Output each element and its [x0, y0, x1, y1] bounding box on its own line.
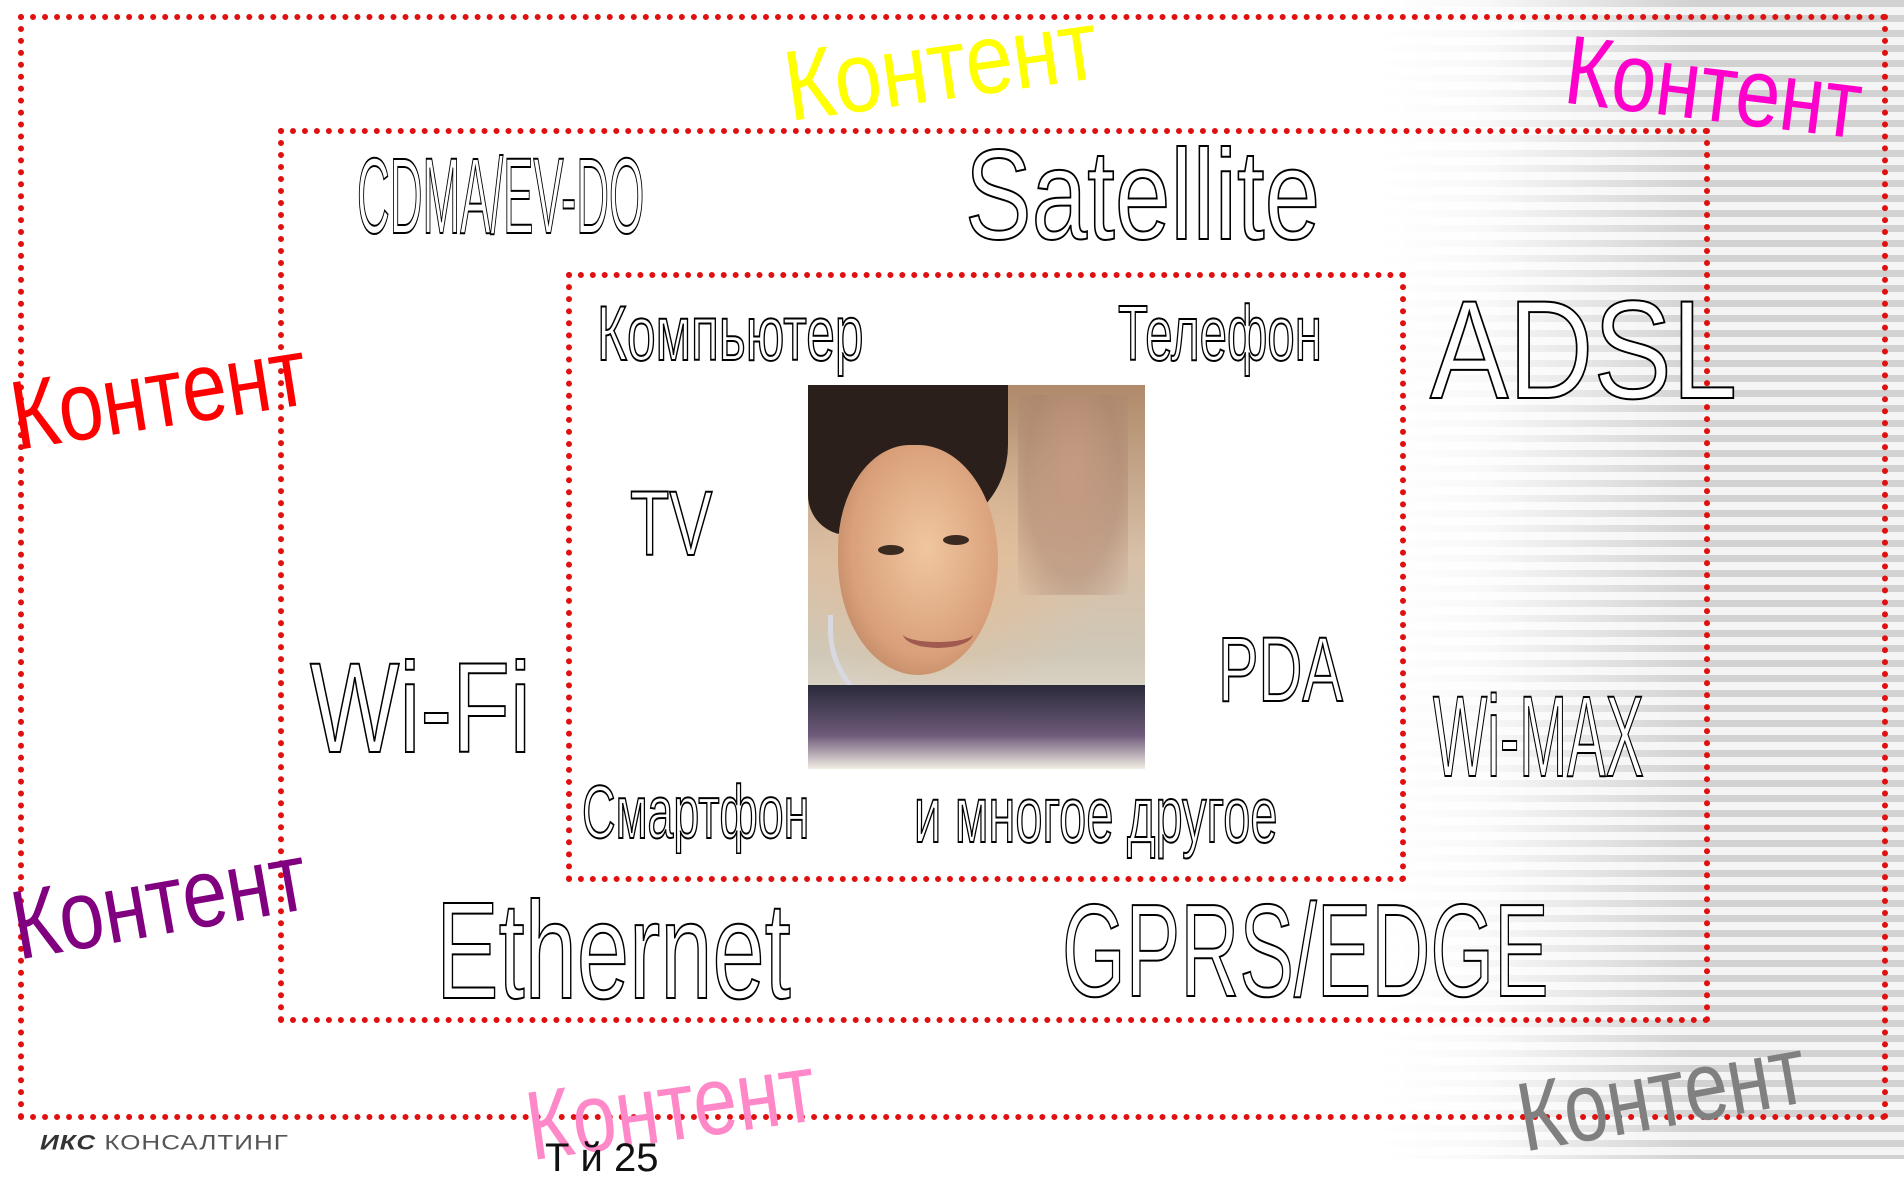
device-label-smartphone: Смартфон	[581, 770, 810, 854]
network-label-satellite: Satellite	[964, 124, 1321, 267]
network-label-wimax: Wi-MAX	[1433, 673, 1645, 801]
logo-rest-part: КОНСАЛТИНГ	[104, 1130, 289, 1155]
network-label-wifi: Wi-Fi	[309, 637, 531, 780]
logo-bold-part: ИКС	[40, 1130, 97, 1155]
network-label-ethernet: Ethernet	[435, 874, 791, 1028]
company-logo: ИКС КОНСАЛТИНГ	[40, 1132, 289, 1153]
person-photo	[808, 385, 1145, 769]
striped-background	[1380, 0, 1904, 1159]
middle-dotted-frame	[278, 128, 1710, 1023]
device-label-other: и многое другое	[913, 770, 1278, 859]
device-label-tv: TV	[629, 473, 713, 575]
outer-dotted-frame	[18, 14, 1888, 1120]
network-label-gprs: GPRS/EDGE	[1061, 877, 1549, 1024]
network-label-cdma: CDMA/EV-DO	[357, 135, 645, 256]
footer-text: Т й 25	[545, 1136, 659, 1180]
device-label-computer: Компьютер	[596, 289, 864, 377]
network-label-adsl: ADSL	[1429, 271, 1738, 428]
inner-dotted-frame	[566, 272, 1406, 882]
device-label-pda: PDA	[1217, 619, 1343, 721]
device-label-phone: Телефон	[1117, 289, 1322, 377]
